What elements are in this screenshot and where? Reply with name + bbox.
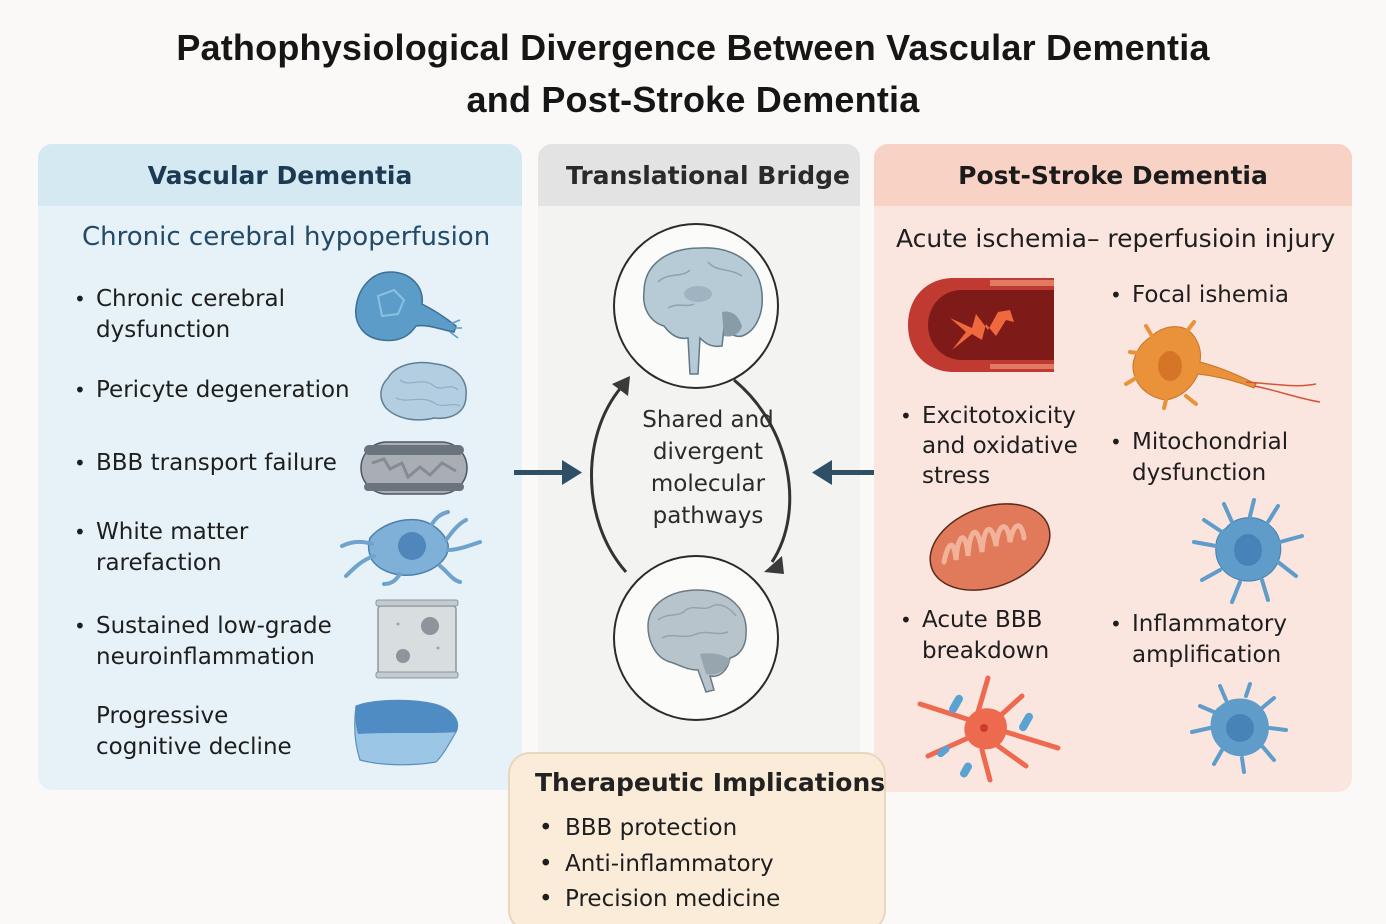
microglia-icon	[1192, 498, 1304, 604]
occluded-vessel-icon	[908, 278, 1054, 372]
brain-lateral-icon	[647, 589, 747, 693]
tissue-block-icon	[375, 599, 459, 679]
post-stroke-dementia-header: Post-Stroke Dementia	[874, 144, 1352, 206]
ps-item-acute-bbb: • Acute BBB breakdown	[900, 607, 1050, 664]
microglia-small-icon	[1190, 682, 1288, 774]
vascular-dementia-header: Vascular Dementia	[38, 144, 522, 206]
vascular-dementia-subtitle: Chronic cerebral hypoperfusion	[82, 222, 491, 252]
arrow-right-icon	[514, 460, 582, 485]
post-stroke-dementia-panel: Post-Stroke Dementia	[874, 144, 1352, 792]
bullet: •	[900, 404, 912, 428]
vd-item-cognitive-decline: Progressive cognitive decline	[96, 703, 292, 760]
arrow-left-icon	[812, 460, 880, 485]
right-cycle-arrow	[733, 378, 792, 563]
brain-tissue-icon	[380, 361, 467, 421]
bullet: •	[900, 608, 912, 632]
post-stroke-dementia-subtitle: Acute ischemia– reperfusioin injury	[896, 224, 1336, 253]
vd-item-white-matter: • White matter rarefaction	[74, 519, 249, 576]
therapeutic-item-anti-inflammatory: • Anti-inflammatory	[539, 851, 774, 877]
title-line-2: and Post-Stroke Dementia	[466, 79, 920, 120]
left-arrowhead	[612, 376, 630, 396]
bullet: •	[74, 614, 86, 638]
bullet: •	[74, 378, 86, 402]
bullet: •	[74, 451, 86, 475]
bullet: •	[539, 886, 553, 912]
vessel-capsule-icon	[360, 441, 468, 495]
vd-item-chronic-dysfunction: • Chronic cerebral dysfunction	[74, 286, 286, 343]
bullet: •	[1110, 612, 1122, 636]
tissue-section-icon	[354, 699, 459, 766]
therapeutic-implications-box	[508, 752, 886, 924]
therapeutic-item-precision-medicine: • Precision medicine	[539, 886, 781, 912]
astrocyte-icon	[917, 675, 1061, 783]
vd-item-neuroinflammation: • Sustained low-grade neuroinflammation	[74, 613, 332, 670]
ps-item-excitotoxicity: • Excitotoxicity and oxidative stress	[900, 403, 1078, 489]
ps-item-focal-ischemia: • Focal ishemia	[1110, 280, 1289, 311]
ps-item-inflammatory: • Inflammatory amplification	[1110, 611, 1288, 668]
left-cycle-arrow	[590, 380, 628, 573]
diagram-title: Pathophysiological Divergence Between Va…	[0, 22, 1386, 126]
mitochondrion-icon	[929, 503, 1051, 591]
glial-cell-icon	[340, 510, 482, 586]
vd-item-pericyte: • Pericyte degeneration	[74, 375, 350, 406]
vd-item-bbb-transport: • BBB transport failure	[74, 448, 337, 479]
neuron-orange-icon	[1124, 320, 1321, 410]
bullet: •	[74, 287, 86, 311]
bullet: •	[74, 520, 86, 544]
bullet: •	[1110, 430, 1122, 454]
shared-divergent-pathways-text: Shared and divergent molecular pathways	[642, 407, 774, 529]
translational-bridge-header: Translational Bridge	[538, 144, 860, 206]
therapeutic-implications-title: Therapeutic Implications	[535, 768, 886, 797]
right-arrowhead	[764, 556, 784, 574]
bullet: •	[539, 851, 553, 877]
neuron-bulb-icon	[355, 271, 462, 342]
bullet: •	[1110, 283, 1122, 307]
title-line-1: Pathophysiological Divergence Between Va…	[176, 27, 1210, 68]
ps-item-mitochondrial: • Mitochondrial dysfunction	[1110, 429, 1289, 486]
bullet: •	[539, 815, 553, 841]
therapeutic-item-bbb-protection: • BBB protection	[539, 815, 738, 841]
brain-sagittal-icon	[642, 247, 763, 375]
